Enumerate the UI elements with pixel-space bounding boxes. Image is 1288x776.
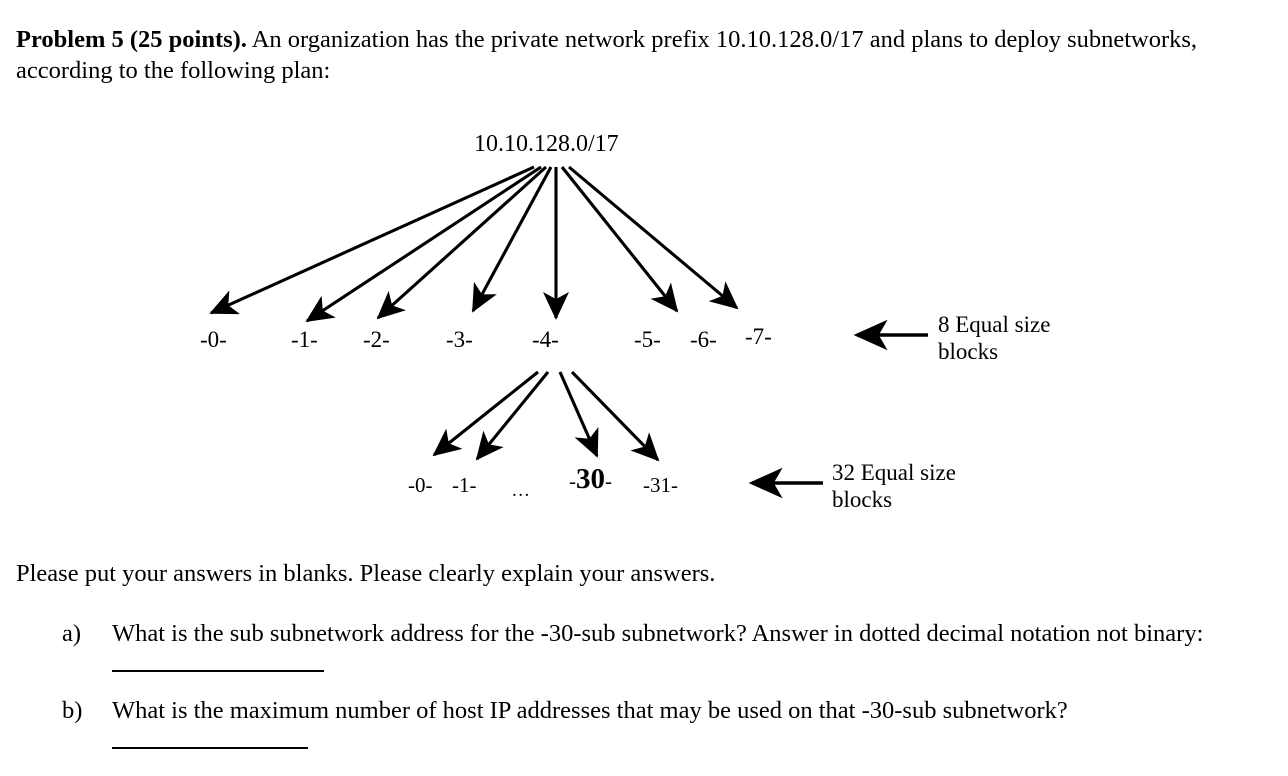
tier1-label-3: -3- (446, 327, 473, 352)
callout-8-line2: blocks (938, 339, 999, 364)
tier1-label-6: -6- (690, 327, 717, 352)
callout-arrow-group (748, 319, 928, 499)
question-b-text: What is the maximum number of host IP ad… (112, 697, 1068, 724)
tier1-arrow-1 (305, 165, 542, 323)
tier1-label-5: -5- (634, 327, 661, 352)
problem-statement: Problem 5 (25 points). An organization h… (16, 24, 1264, 86)
tier1-arrow-3 (471, 166, 553, 313)
tier2-label-30: -30- (569, 465, 612, 494)
question-b: b) What is the maximum number of host IP… (62, 695, 1242, 757)
tier1-arrow-0 (209, 165, 535, 315)
tier1-label-7: -7- (745, 324, 772, 349)
tier2-arrow-group (432, 370, 660, 462)
question-a-marker: a) (62, 620, 82, 647)
tier2-arrow-1 (475, 371, 550, 461)
diagram-arrows-svg (209, 165, 928, 499)
answer-blank-a[interactable] (112, 670, 324, 672)
tier1-label-0: -0- (200, 327, 227, 352)
callout-32-line1: 32 Equal size (832, 460, 956, 485)
tier1-arrow-group (209, 165, 739, 323)
tier2-label-30-suffix: - (605, 469, 612, 493)
tier1-label-1: -1- (291, 327, 318, 352)
tier2-label-30-number: 30 (576, 463, 605, 495)
question-b-marker: b) (62, 697, 83, 724)
tier2-label-31: -31- (643, 473, 678, 497)
problem-intro-text: An organization has the private network … (16, 26, 1198, 84)
tier1-arrow-6 (568, 165, 739, 310)
root-prefix-label: 10.10.128.0/17 (474, 131, 619, 157)
callout-32-equal-size-blocks: 32 Equal size blocks (832, 459, 956, 513)
tier1-label-4: -4- (532, 327, 559, 352)
question-a-text: What is the sub subnetwork address for t… (112, 620, 1204, 647)
callout-8-equal-size-blocks: 8 Equal size blocks (938, 311, 1050, 365)
question-b-text-wrapper: What is the maximum number of host IP ad… (112, 695, 1242, 757)
callout-32-line2: blocks (832, 487, 893, 512)
problem-title: Problem 5 (25 points). (16, 26, 247, 53)
question-a-text-wrapper: What is the sub subnetwork address for t… (112, 618, 1242, 680)
tier1-arrow-2 (376, 165, 548, 320)
tier1-arrow-5 (560, 166, 679, 313)
tier2-arrow-31 (570, 370, 660, 462)
question-a: a) What is the sub subnetwork address fo… (62, 618, 1242, 680)
tier2-label-30-prefix: - (569, 469, 576, 493)
tier2-ellipsis: ... (512, 480, 531, 501)
instructions-text: Please put your answers in blanks. Pleas… (16, 560, 716, 587)
tier2-label-1: -1- (452, 473, 477, 497)
answer-blank-b[interactable] (112, 747, 308, 749)
tier2-arrow-0 (432, 370, 539, 457)
subnet-tree-diagram: 10.10.128.0/17 -0- -1- -2- -3- -4- -5- -… (0, 115, 1288, 535)
callout-8-line1: 8 Equal size (938, 312, 1051, 337)
tier2-label-0: -0- (408, 473, 433, 497)
tier1-label-2: -2- (363, 327, 390, 352)
tier2-arrow-30 (558, 371, 599, 458)
